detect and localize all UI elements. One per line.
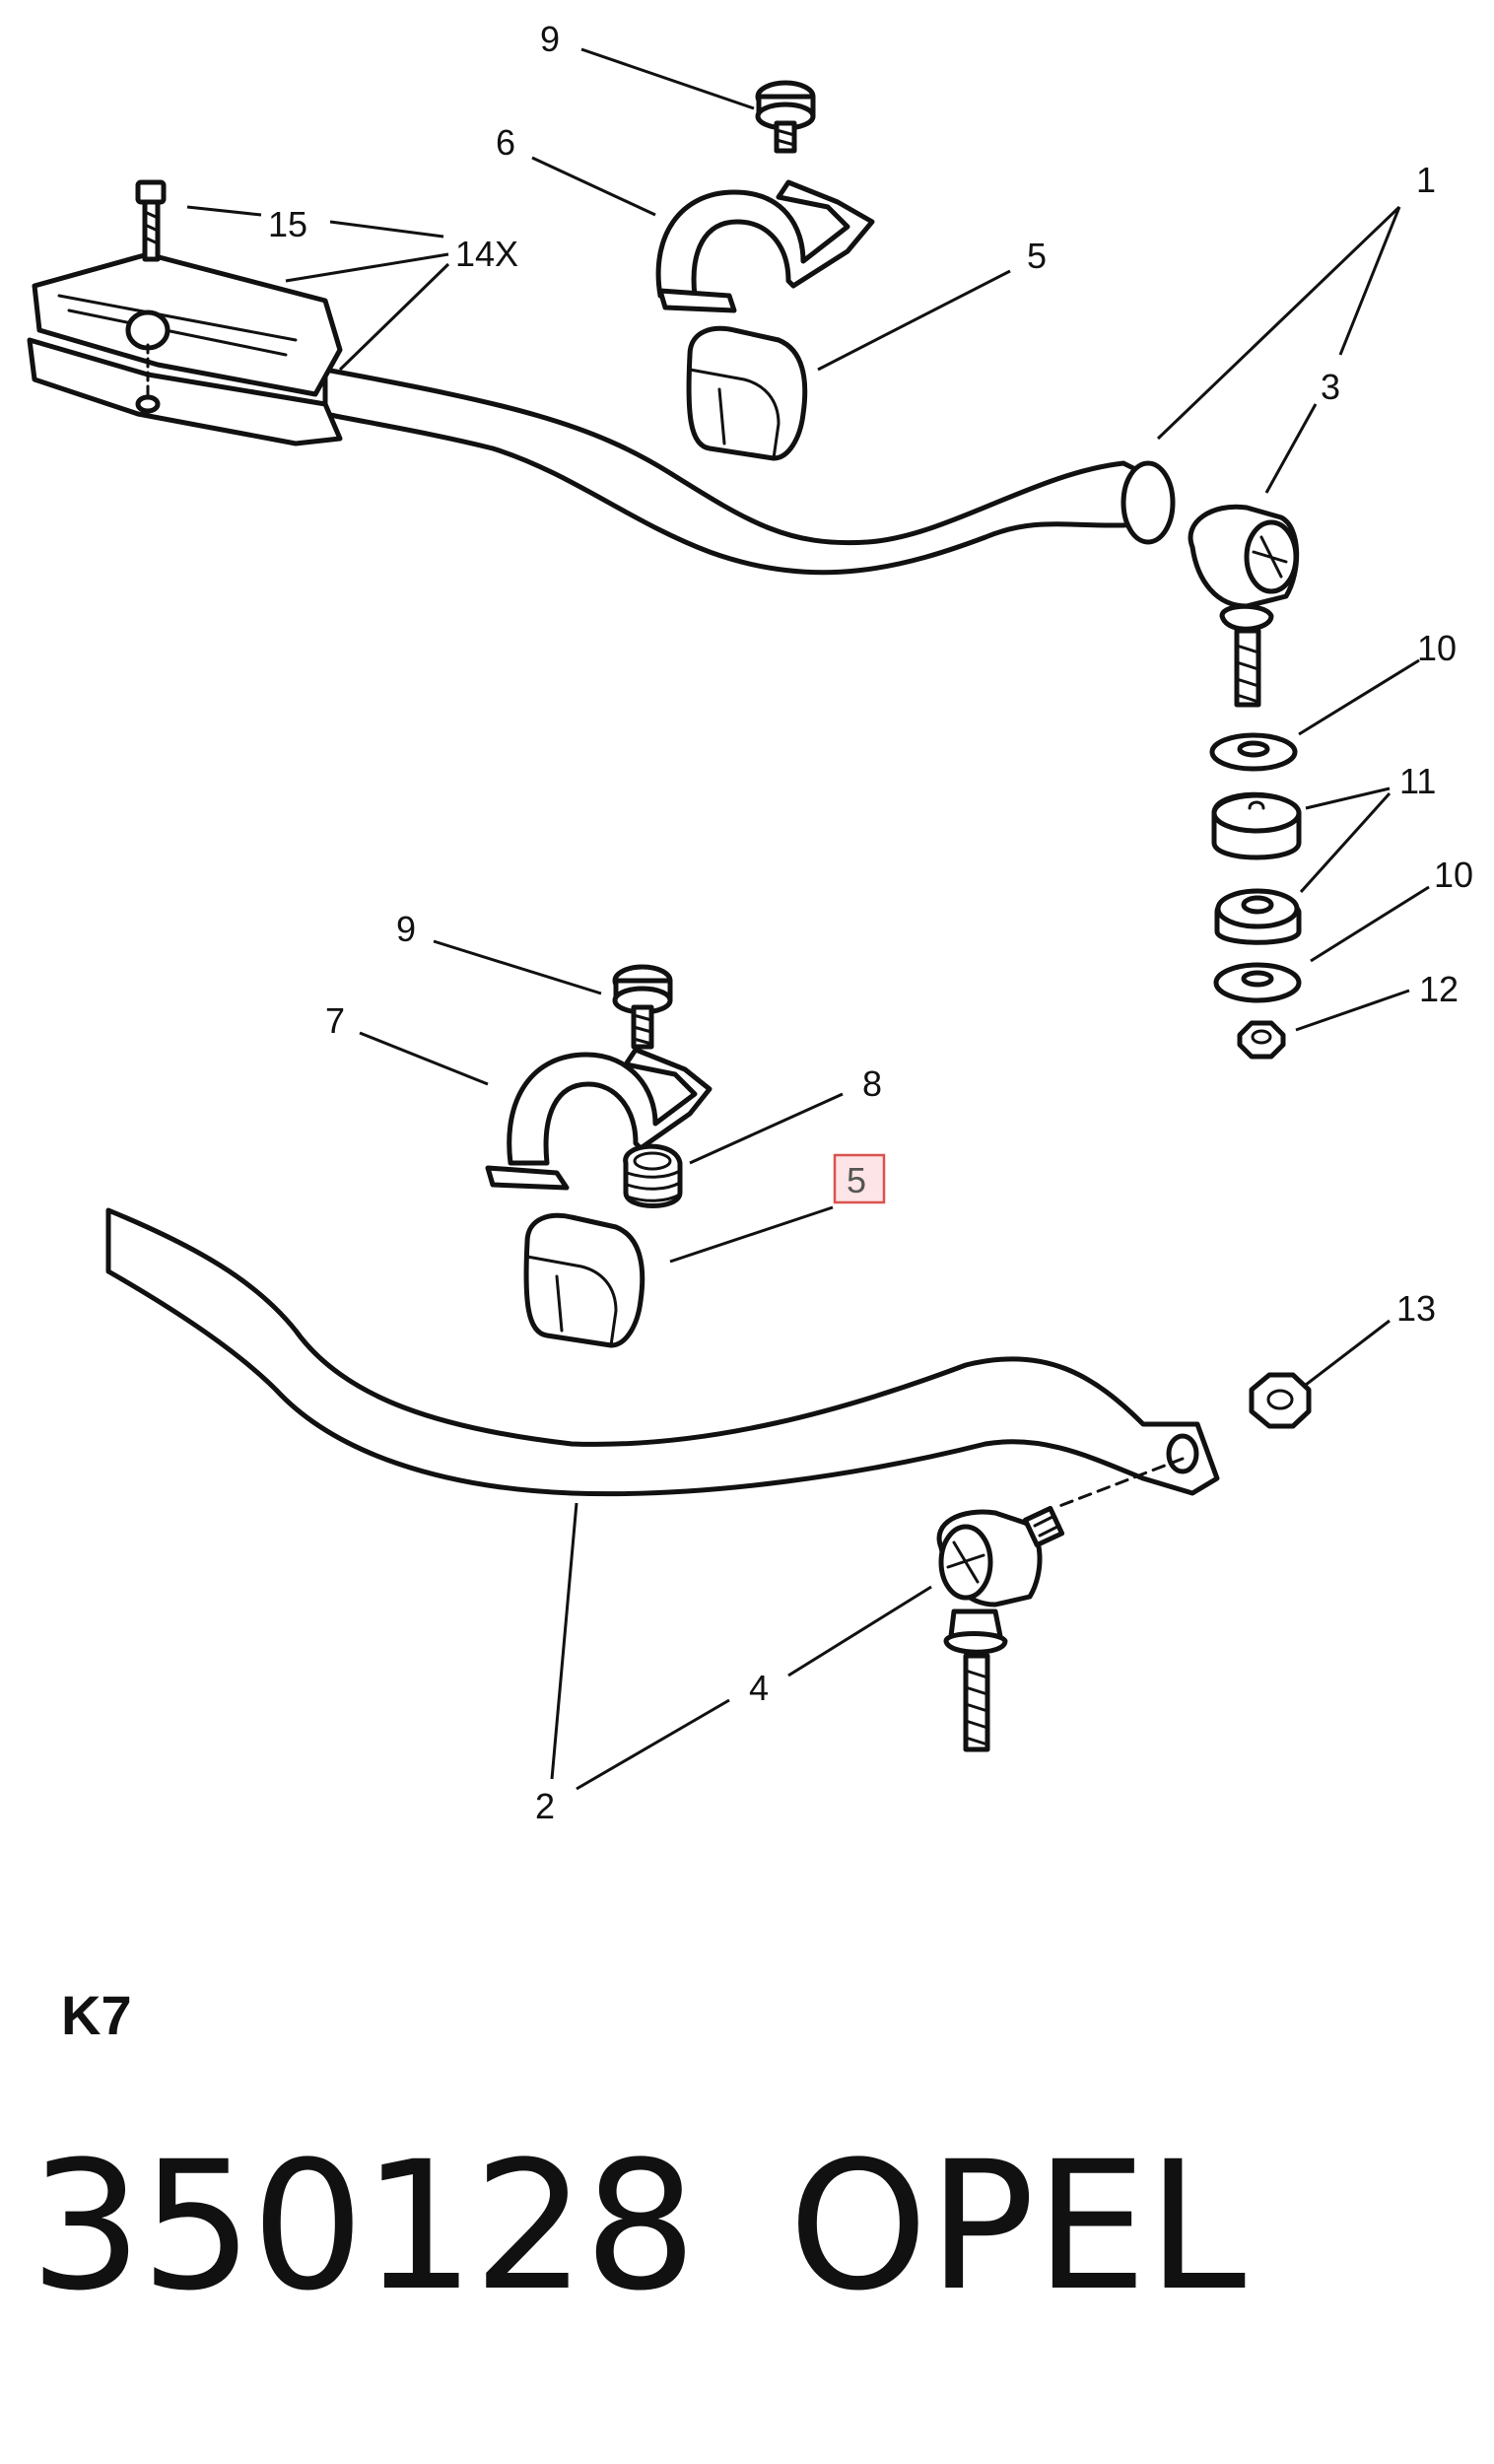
callout-12: 12 <box>1419 969 1459 1009</box>
leader-lines <box>186 47 1430 1791</box>
callout-13: 13 <box>1396 1288 1436 1329</box>
callout-11: 11 <box>1399 761 1436 801</box>
callout-14x: 14X <box>455 234 518 274</box>
heat-shield <box>27 251 343 446</box>
link-sleeve-3 <box>1188 504 1300 708</box>
clamp-6 <box>655 179 875 313</box>
callout-highlight-box <box>833 1153 886 1204</box>
nut-12 <box>1237 1020 1286 1060</box>
bushing-5-bottom <box>523 1212 645 1348</box>
grommet-11-bottom <box>1214 888 1302 945</box>
bolt-9-bottom <box>612 964 673 1050</box>
callout-15: 15 <box>268 204 307 244</box>
callout-10-bottom: 10 <box>1434 855 1473 895</box>
callout-6: 6 <box>496 122 515 163</box>
link-4 <box>936 1505 1065 1752</box>
part-number: 350128 <box>30 2124 697 2330</box>
callout-9-bottom: 9 <box>396 909 416 949</box>
brand-name: OPEL <box>788 2124 1247 2330</box>
bolt-9-top <box>755 80 816 154</box>
grommet-11-top <box>1211 791 1302 860</box>
clamp-7 <box>485 1047 713 1191</box>
callout-5-top: 5 <box>1027 236 1047 276</box>
section-label: K7 <box>61 1984 132 2046</box>
callout-2: 2 <box>535 1786 555 1826</box>
washer-10-bottom <box>1213 962 1302 1003</box>
callout-3: 3 <box>1321 367 1340 407</box>
callout-7: 7 <box>325 1000 345 1041</box>
washer-10-top <box>1209 732 1298 772</box>
callout-labels: 9 6 15 14X 5 1 3 10 11 10 12 9 7 8 5 13 … <box>268 19 1473 1826</box>
callout-5-bottom: 5 <box>847 1160 866 1200</box>
callout-8: 8 <box>862 1063 882 1104</box>
spring-insert-8 <box>623 1143 683 1208</box>
bushing-5-top <box>686 325 808 461</box>
callout-10-top: 10 <box>1417 628 1457 668</box>
bolt-15 <box>135 179 167 262</box>
stabilizer-bar-top <box>322 367 1176 576</box>
stabilizer-bar-bottom <box>105 1207 1220 1510</box>
callout-4: 4 <box>749 1668 769 1708</box>
callout-9-top: 9 <box>540 19 560 59</box>
nut-13 <box>1249 1372 1312 1429</box>
callout-1: 1 <box>1416 160 1436 200</box>
